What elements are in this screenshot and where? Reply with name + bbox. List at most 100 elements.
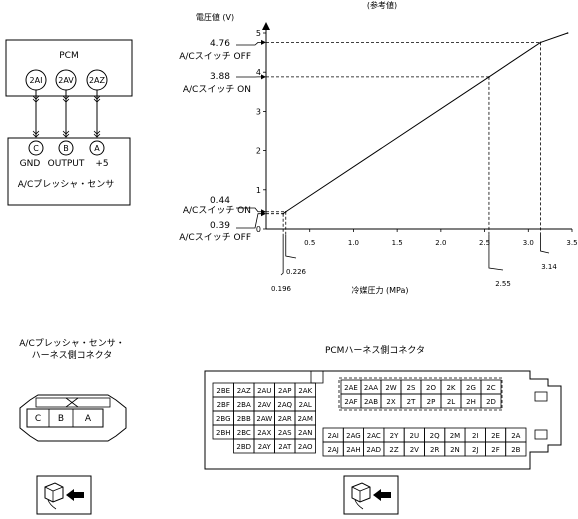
pcm-bottom-pin: 2Y <box>390 432 399 440</box>
y-tick-label: 0 <box>256 225 261 234</box>
pcm-top-pin: 2AA <box>364 384 378 392</box>
sensor-terminal-label: A <box>94 144 100 153</box>
y-axis-arrow <box>262 22 270 30</box>
annotation-arrow <box>261 39 266 45</box>
pcm-bottom-pin: 2AJ <box>327 446 338 454</box>
data-point <box>539 41 542 44</box>
annotation-label: A/Cスイッチ OFF <box>179 232 251 243</box>
wire-2az <box>93 90 101 138</box>
pcm-left-pin: 2BA <box>237 401 251 409</box>
y-axis-label: 電圧値 (V) <box>196 12 234 22</box>
pcm-left-pin: 2BB <box>237 415 251 423</box>
sensor-pin-name: OUTPUT <box>48 159 85 169</box>
pcm-bottom-pin: 2A <box>511 432 520 440</box>
sensor-pin-label: A <box>85 414 92 424</box>
pcm-bottom-pin: 2E <box>491 432 500 440</box>
pcm-left-pin: 2BD <box>236 443 251 451</box>
pcm-bottom-pin: 2AI <box>327 432 338 440</box>
series-line <box>282 32 568 215</box>
sensor-pin-block <box>26 408 104 428</box>
pcm-left-pin: 2BG <box>216 415 231 423</box>
pcm-top-cell <box>480 393 502 409</box>
sensor-connector: A/Cプレッシャ・センサ・ ハーネス側コネクタ C B A <box>19 338 127 515</box>
pcm-box <box>5 39 133 97</box>
annotation-value: 0.39 <box>210 221 230 231</box>
pcm-bottom-pin: 2N <box>450 446 460 454</box>
marker-leader <box>285 235 297 259</box>
x-tick-label: 2.5 <box>479 239 490 247</box>
sensor-pin-label: C <box>35 414 41 424</box>
connector-view-icon <box>36 475 92 515</box>
pcm-left-pin: 2AM <box>298 415 313 423</box>
pcm-left-pin: 2AW <box>256 415 272 423</box>
sensor-terminal-circle <box>58 140 74 156</box>
pcm-bottom-pin: 2R <box>430 446 439 454</box>
pcm-terminal-label: 2AI <box>30 76 43 85</box>
annotation-arrow <box>261 211 266 217</box>
sensor-terminal-label: C <box>33 144 39 153</box>
x-tick-label: 0.5 <box>304 239 315 247</box>
pcm-bottom-pin: 2F <box>491 446 499 454</box>
pcm-bottom-pin: 2V <box>410 446 419 454</box>
pcm-bottom-pin: 2AG <box>346 432 361 440</box>
pcm-bottom-pin: 2I <box>472 432 479 440</box>
sensor-terminal-circle <box>89 140 105 156</box>
marker-leader <box>280 235 284 276</box>
pcm-top-pin: 2AE <box>344 384 358 392</box>
pcm-left-pin: 2BF <box>217 401 230 409</box>
x-axis-label: 冷媒圧力 (MPa) <box>351 285 408 295</box>
annotation-arrow <box>261 74 266 80</box>
pcm-bottom-pin: 2U <box>410 432 420 440</box>
marker-leader <box>540 235 550 254</box>
pcm-connector-body <box>204 370 562 470</box>
connector-view-icon <box>343 475 399 515</box>
series-layer <box>282 32 569 215</box>
pcm-left-pin: 2AP <box>278 387 291 395</box>
pcm-top-pin: 2L <box>447 398 455 406</box>
pcm-left-pin: 2BH <box>216 429 231 437</box>
pcm-label: PCM <box>59 51 78 61</box>
pcm-left-pin: 2BC <box>237 429 251 437</box>
sensor-pin-name: GND <box>20 159 41 169</box>
pcm-top-pin: 2C <box>486 384 495 392</box>
x-marker-label: 0.196 <box>271 285 292 293</box>
pcm-top-pin: 2P <box>427 398 436 406</box>
x-tick-label: 3.0 <box>523 239 534 247</box>
sensor-connector-title: A/Cプレッシャ・センサ・ <box>19 338 124 349</box>
pcm-bottom-pin: 2AC <box>367 432 381 440</box>
y-tick-label: 5 <box>256 29 261 38</box>
annotation-value: A/Cスイッチ ON <box>183 84 251 95</box>
pcm-left-pin: 2AV <box>257 401 271 409</box>
pcm-left-pin: 2AL <box>299 401 312 409</box>
pcm-left-cell <box>294 438 316 454</box>
pcm-bottom-pin: 2J <box>472 446 479 454</box>
annotation-label: A/Cスイッチ OFF <box>179 51 251 62</box>
pcm-left-pin: 2AY <box>258 443 272 451</box>
pcm-top-pin: 2K <box>446 384 455 392</box>
pcm-bottom-pin: 2Z <box>389 446 398 454</box>
pcm-top-pin: 2S <box>407 384 416 392</box>
x-tick-label: 1.0 <box>348 239 359 247</box>
sensor-connector-title: ハーネス側コネクタ <box>32 349 113 361</box>
y-tick-label: 1 <box>256 186 261 195</box>
data-point <box>284 210 287 213</box>
pcm-left-pin: 2AK <box>298 387 312 395</box>
pcm-left-pin: 2AQ <box>277 401 292 409</box>
x-tick-label: 2.0 <box>435 239 446 247</box>
latch-mark <box>65 397 79 408</box>
sensor-connector-body <box>19 394 127 442</box>
annotation-leader <box>236 42 264 46</box>
pcm-left-pin: 2AX <box>257 429 271 437</box>
pcm-terminal-label: 2AZ <box>89 76 106 85</box>
pcm-left-pin: 2AS <box>278 429 292 437</box>
pcm-wiring: PCM 2AI 2AV 2AZ <box>5 39 133 206</box>
sensor-connector-latch <box>35 397 111 408</box>
wire-2av <box>62 90 70 138</box>
pcm-left-pin: 2AT <box>278 443 292 451</box>
annotation-value: 4.76 <box>210 39 230 49</box>
pcm-bottom-pin: 2M <box>450 432 461 440</box>
pcm-top-pin: 2D <box>486 398 496 406</box>
